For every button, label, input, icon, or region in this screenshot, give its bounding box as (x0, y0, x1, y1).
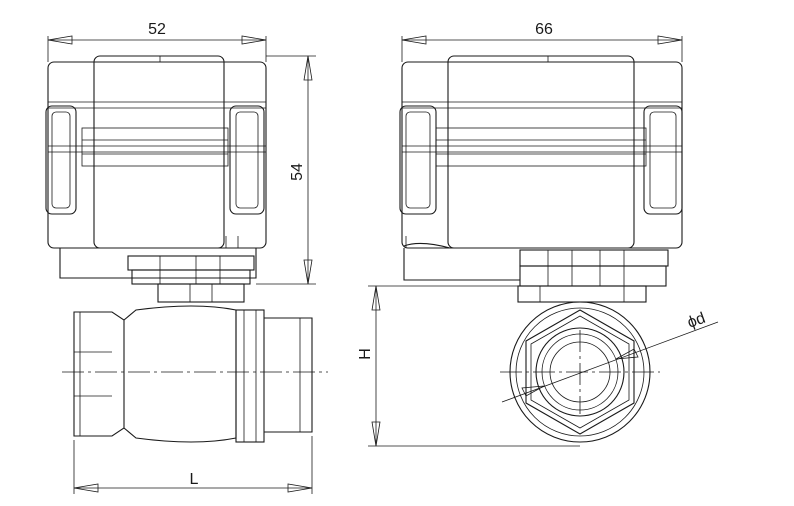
side-view: 66 H ϕd (357, 21, 719, 447)
dimension-52: 52 (47, 21, 267, 62)
front-view: 52 54 L (45, 21, 328, 494)
dim-label-52: 52 (148, 21, 166, 38)
dim-label-diameter: ϕd (685, 310, 708, 332)
dimension-54: 54 (256, 55, 316, 285)
dim-label-66: 66 (535, 21, 553, 38)
front-actuator-housing (45, 55, 267, 279)
dimension-diameter: ϕd (501, 310, 719, 403)
dim-label-l: L (190, 471, 199, 488)
dimension-66: 66 (401, 21, 683, 62)
dim-label-54: 54 (289, 163, 306, 181)
dimension-l: L (73, 436, 313, 494)
dim-label-h: H (357, 348, 374, 360)
front-mounting-bracket (127, 255, 255, 303)
side-mounting-bracket (517, 249, 669, 303)
front-valve-body (62, 305, 328, 443)
side-pipe-end (500, 301, 660, 443)
dimension-h: H (357, 285, 580, 447)
side-actuator-housing (399, 55, 683, 281)
